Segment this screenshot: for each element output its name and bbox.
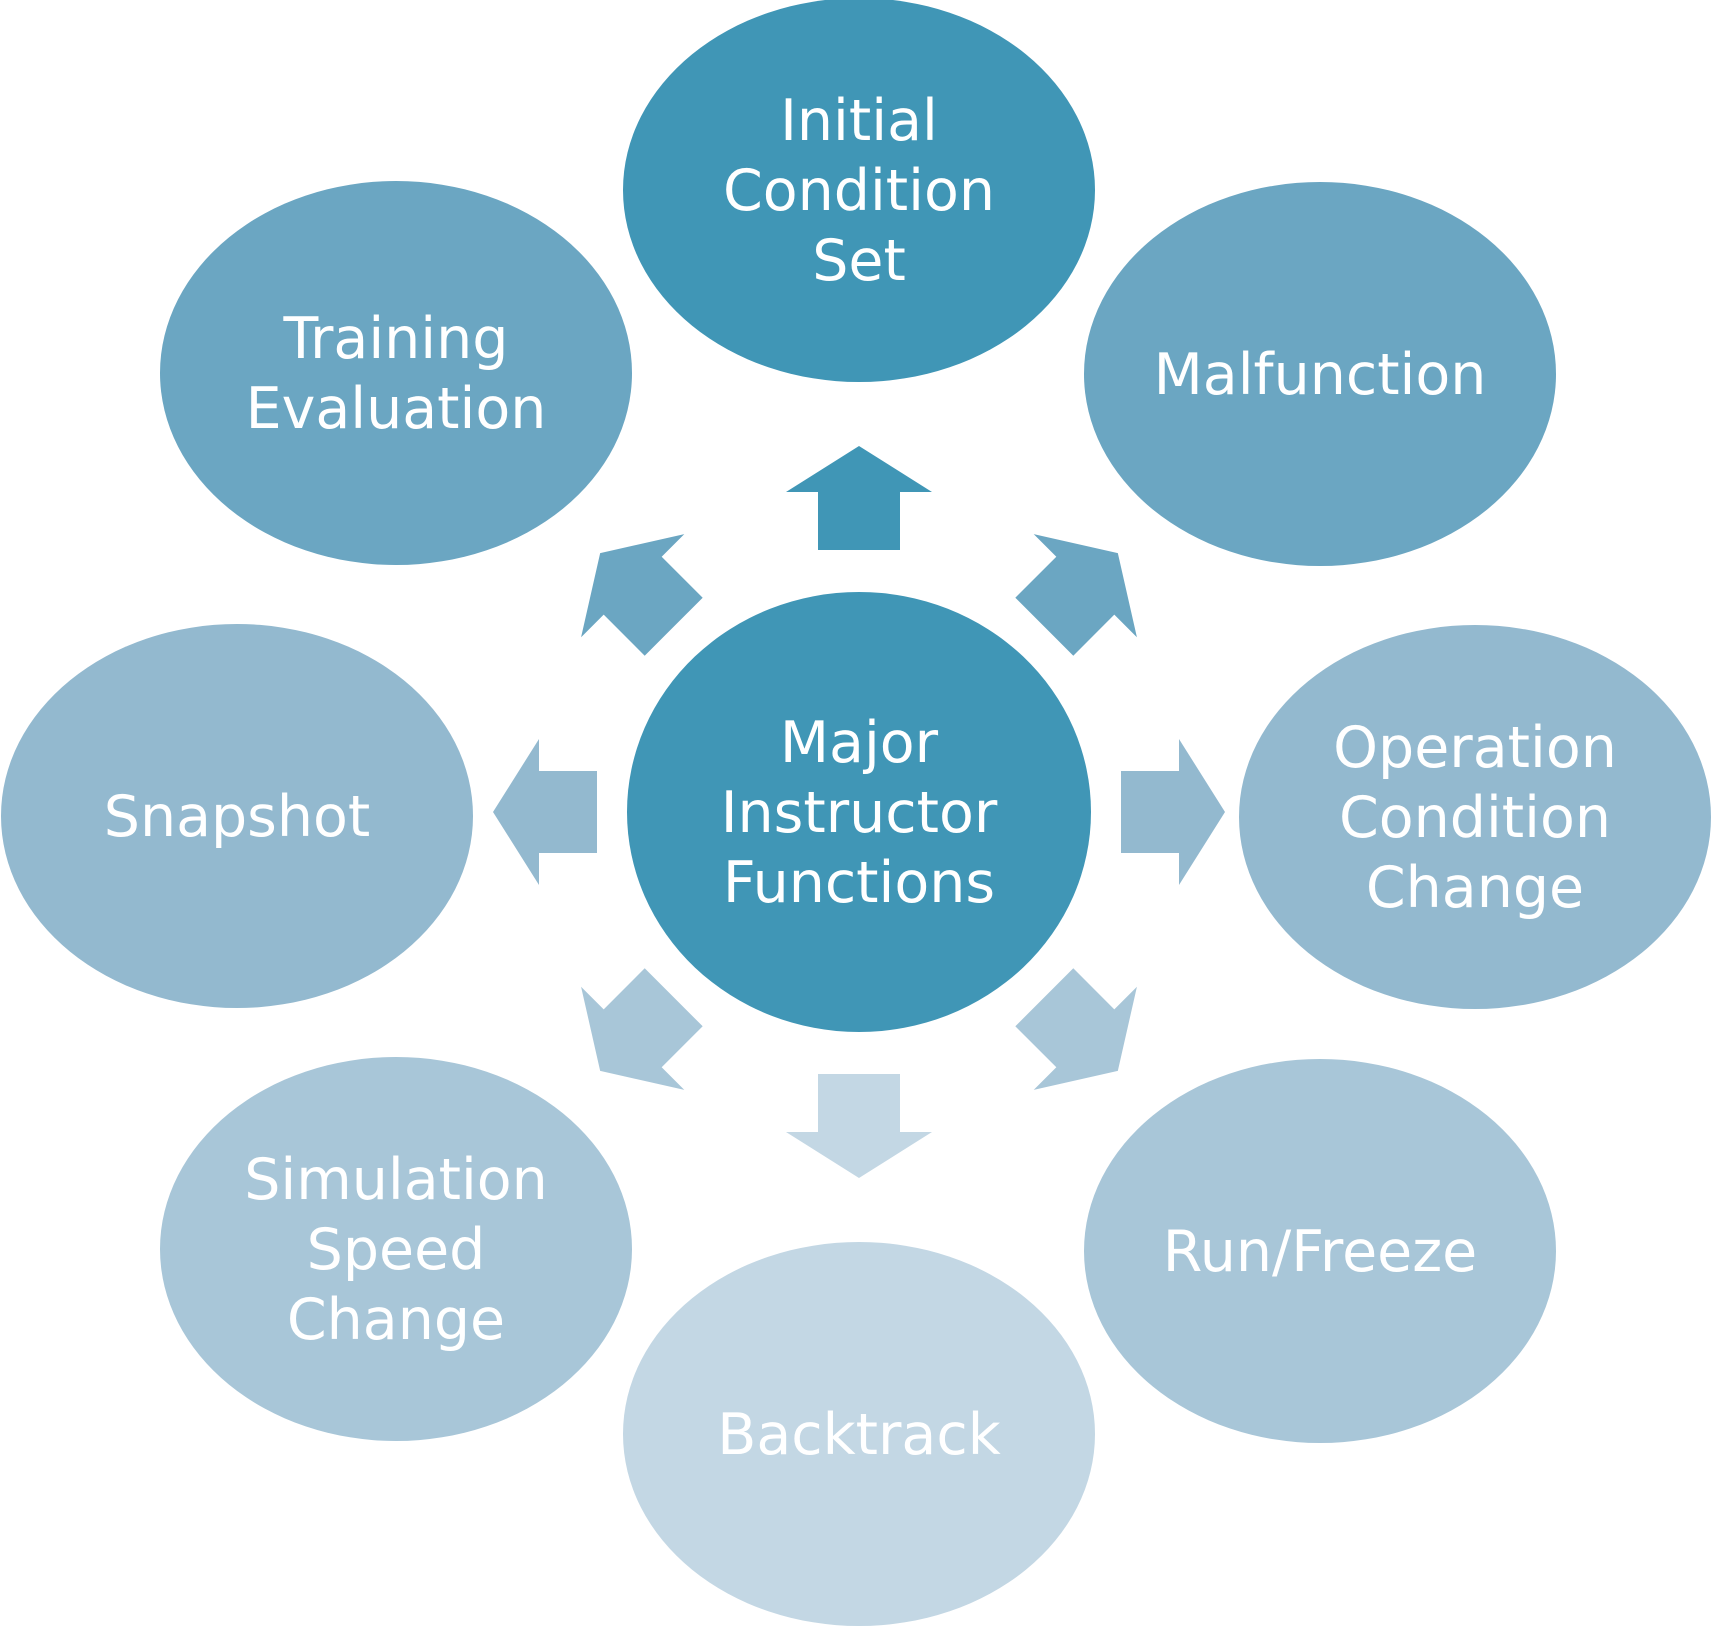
initial-condition-set-ellipse: [623, 0, 1095, 382]
training-evaluation-label-line: Training: [283, 306, 509, 372]
node-snapshot: Snapshot: [1, 624, 473, 1008]
operation-condition-change-ellipse: [1239, 625, 1711, 1009]
center-ellipse: [627, 592, 1091, 1032]
arrow-to-run-freeze: [1015, 968, 1137, 1090]
snapshot-label: Snapshot: [104, 784, 370, 850]
simulation-speed-change-label-line: Simulation: [244, 1147, 548, 1213]
snapshot-label-line: Snapshot: [104, 784, 370, 850]
snapshot-ellipse: [1, 624, 473, 1008]
node-run-freeze: Run/Freeze: [1084, 1059, 1556, 1443]
run-freeze-label-line: Run/Freeze: [1163, 1219, 1477, 1285]
operation-condition-change-label-line: Condition: [1339, 785, 1611, 851]
backtrack-label: Backtrack: [717, 1402, 1000, 1468]
operation-condition-change-label-line: Change: [1366, 855, 1584, 921]
backtrack-ellipse: [623, 1242, 1095, 1626]
simulation-speed-change-label-line: Change: [287, 1287, 505, 1353]
malfunction-label-line: Malfunction: [1154, 342, 1487, 408]
simulation-speed-change-label-line: Speed: [307, 1217, 486, 1283]
run-freeze-ellipse: [1084, 1059, 1556, 1443]
center-label-line: Instructor: [721, 780, 998, 846]
arrow-to-malfunction: [1015, 534, 1137, 656]
node-backtrack: Backtrack: [623, 1242, 1095, 1626]
center-label-line: Major: [780, 710, 939, 776]
training-evaluation-label-line: Evaluation: [246, 376, 547, 442]
operation-condition-change-label-line: Operation: [1333, 715, 1617, 781]
arrow-to-operation-condition-change: [1121, 739, 1225, 885]
malfunction-ellipse: [1084, 182, 1556, 566]
arrow-to-snapshot: [493, 739, 597, 885]
arrow-to-training-evaluation: [581, 534, 703, 656]
simulation-speed-change-ellipse: [160, 1057, 632, 1441]
arrow-to-backtrack: [786, 1074, 932, 1178]
training-evaluation-ellipse: [160, 181, 632, 565]
arrow-to-initial-condition-set: [786, 446, 932, 550]
node-malfunction: Malfunction: [1084, 182, 1556, 566]
initial-condition-set-label-line: Initial: [780, 88, 938, 154]
run-freeze-label: Run/Freeze: [1163, 1219, 1477, 1285]
arrow-to-simulation-speed-change: [581, 968, 703, 1090]
initial-condition-set-label-line: Condition: [723, 158, 995, 224]
center-label-line: Functions: [723, 850, 995, 916]
backtrack-label-line: Backtrack: [717, 1402, 1000, 1468]
malfunction-label: Malfunction: [1154, 342, 1487, 408]
arrows: [493, 446, 1225, 1178]
initial-condition-set-label-line: Set: [812, 228, 906, 294]
